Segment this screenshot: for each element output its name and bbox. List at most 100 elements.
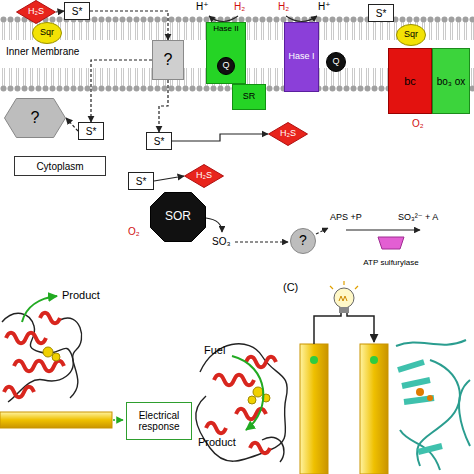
enzyme-ribbon	[196, 344, 287, 462]
quinone-circle: Q	[217, 57, 235, 75]
node-text-area: SR	[233, 85, 265, 109]
flow-arrow	[154, 176, 184, 181]
node-label: ATP sulfurylase	[363, 259, 418, 268]
output-box: Electrical response	[126, 402, 192, 440]
hydrogen-label: H₂	[278, 1, 289, 13]
node-label: Q	[222, 61, 229, 71]
panel-letter: (C)	[283, 281, 298, 294]
node-text-area: Q	[217, 57, 235, 75]
enzyme-ellipse-shape	[33, 23, 62, 44]
node-label: ?	[299, 233, 307, 248]
sulfur-box: S*	[146, 132, 172, 150]
sulfide-diamond-shape	[269, 123, 308, 146]
electron-dot	[370, 356, 378, 364]
unknown-hexagon: ?	[4, 98, 66, 138]
sulfide-diamond-shape	[17, 1, 56, 24]
reaction-arrow	[206, 218, 222, 232]
oxygen-label: O₂	[412, 118, 424, 130]
node-text-area: Sqr	[32, 22, 62, 44]
node-text-area: S*	[369, 5, 393, 21]
enzyme-ellipse-shape	[397, 25, 426, 46]
reaction-arrow	[316, 228, 328, 234]
anode-electrode	[300, 344, 328, 474]
flow-arrow	[56, 11, 64, 12]
node-text-area: H₂S	[268, 122, 308, 146]
node-label: ?	[31, 109, 40, 127]
reaction-arrow	[209, 16, 238, 22]
electron-dot	[310, 356, 318, 364]
enzyme-tab-shape	[378, 237, 404, 249]
node-label: Q	[332, 57, 339, 67]
cathode-electrode	[360, 344, 388, 474]
node-text-area: H₂S	[16, 0, 56, 24]
node-text-area: ?	[4, 98, 66, 138]
sulfide-diamond: H₂S	[268, 122, 308, 146]
node-label: SOR	[165, 210, 191, 223]
node-label: S*	[72, 6, 83, 17]
reaction-arrow	[286, 16, 317, 22]
flow-arrow	[66, 118, 78, 131]
reaction-label: APS +P	[330, 212, 362, 222]
unknown-circle-shape	[291, 229, 316, 254]
sulfide-diamond-shape	[185, 165, 224, 188]
hydrogenase-box: Hase I	[284, 22, 319, 92]
sulfide-diamond: H₂S	[16, 0, 56, 24]
proton-label: H⁺	[318, 1, 331, 13]
flow-arrow	[91, 60, 152, 122]
node-label: Hase II	[213, 25, 238, 34]
unknown-hexagon-shape	[5, 99, 66, 138]
node-text-area: Cytoplasm	[15, 157, 105, 175]
node-text-area: bo₃ ox	[433, 49, 469, 113]
node-label: H₂S	[28, 7, 44, 17]
node-text-area: S*	[65, 3, 89, 19]
wire	[347, 313, 374, 342]
quinone-circle-shape	[218, 58, 235, 75]
node-label: S*	[154, 136, 165, 147]
product-label: Product	[198, 436, 236, 449]
node-label: Electrical response	[130, 410, 188, 432]
oxygenase-octagon: SOR	[150, 192, 206, 242]
node-text-area: bc	[389, 49, 431, 113]
signal-arrow	[113, 419, 123, 421]
flow-arrow	[90, 11, 168, 40]
complex-box: bc	[388, 48, 432, 114]
sulfur-box: S*	[128, 172, 154, 190]
node-text-area: SOR	[150, 192, 206, 242]
sulfite-label: SO₃	[212, 236, 231, 248]
node-label: S*	[136, 176, 147, 187]
node-label: H₂S	[196, 171, 212, 181]
product-label: Product	[62, 289, 100, 302]
node-text-area: Hase I	[285, 23, 318, 91]
node-text-area: ?	[290, 228, 316, 254]
reaction-label: SO₃²⁻ + A	[398, 212, 438, 222]
electrode-bar	[0, 412, 112, 428]
reaction-arrow	[235, 241, 288, 242]
node-text-area: S*	[147, 133, 171, 149]
enzyme-ribbon	[396, 340, 470, 470]
node-text-area: ?	[153, 41, 183, 79]
flow-arrow	[159, 80, 168, 132]
flow-arrow	[172, 134, 268, 141]
quinone-circle: Q	[326, 52, 346, 72]
node-label: Cytoplasm	[36, 161, 83, 172]
node-text-area: S*	[79, 123, 103, 139]
enzyme-ellipse: Sqr	[396, 24, 426, 46]
compartment-box: Cytoplasm	[14, 156, 106, 176]
fuel-arrow	[232, 356, 263, 430]
node-label: S*	[376, 8, 387, 19]
quinone-circle-shape	[327, 53, 346, 72]
sulfur-box: S*	[368, 4, 394, 22]
node-label: bo₃ ox	[437, 76, 466, 87]
node-label: Hase I	[288, 52, 314, 62]
oxygenase-octagon-shape	[151, 193, 206, 242]
proton-label: H⁺	[196, 1, 209, 13]
enzyme-ellipse: Sqr	[32, 22, 62, 44]
sulfur-box: S*	[64, 2, 90, 20]
node-label: ?	[164, 51, 173, 69]
node-label: SR	[243, 92, 256, 102]
node-text-area: ATP sulfurylase	[348, 236, 434, 270]
node-text-area: Q	[326, 52, 346, 72]
light-bulb	[330, 281, 358, 313]
enzyme-tab: ATP sulfurylase	[348, 236, 434, 270]
